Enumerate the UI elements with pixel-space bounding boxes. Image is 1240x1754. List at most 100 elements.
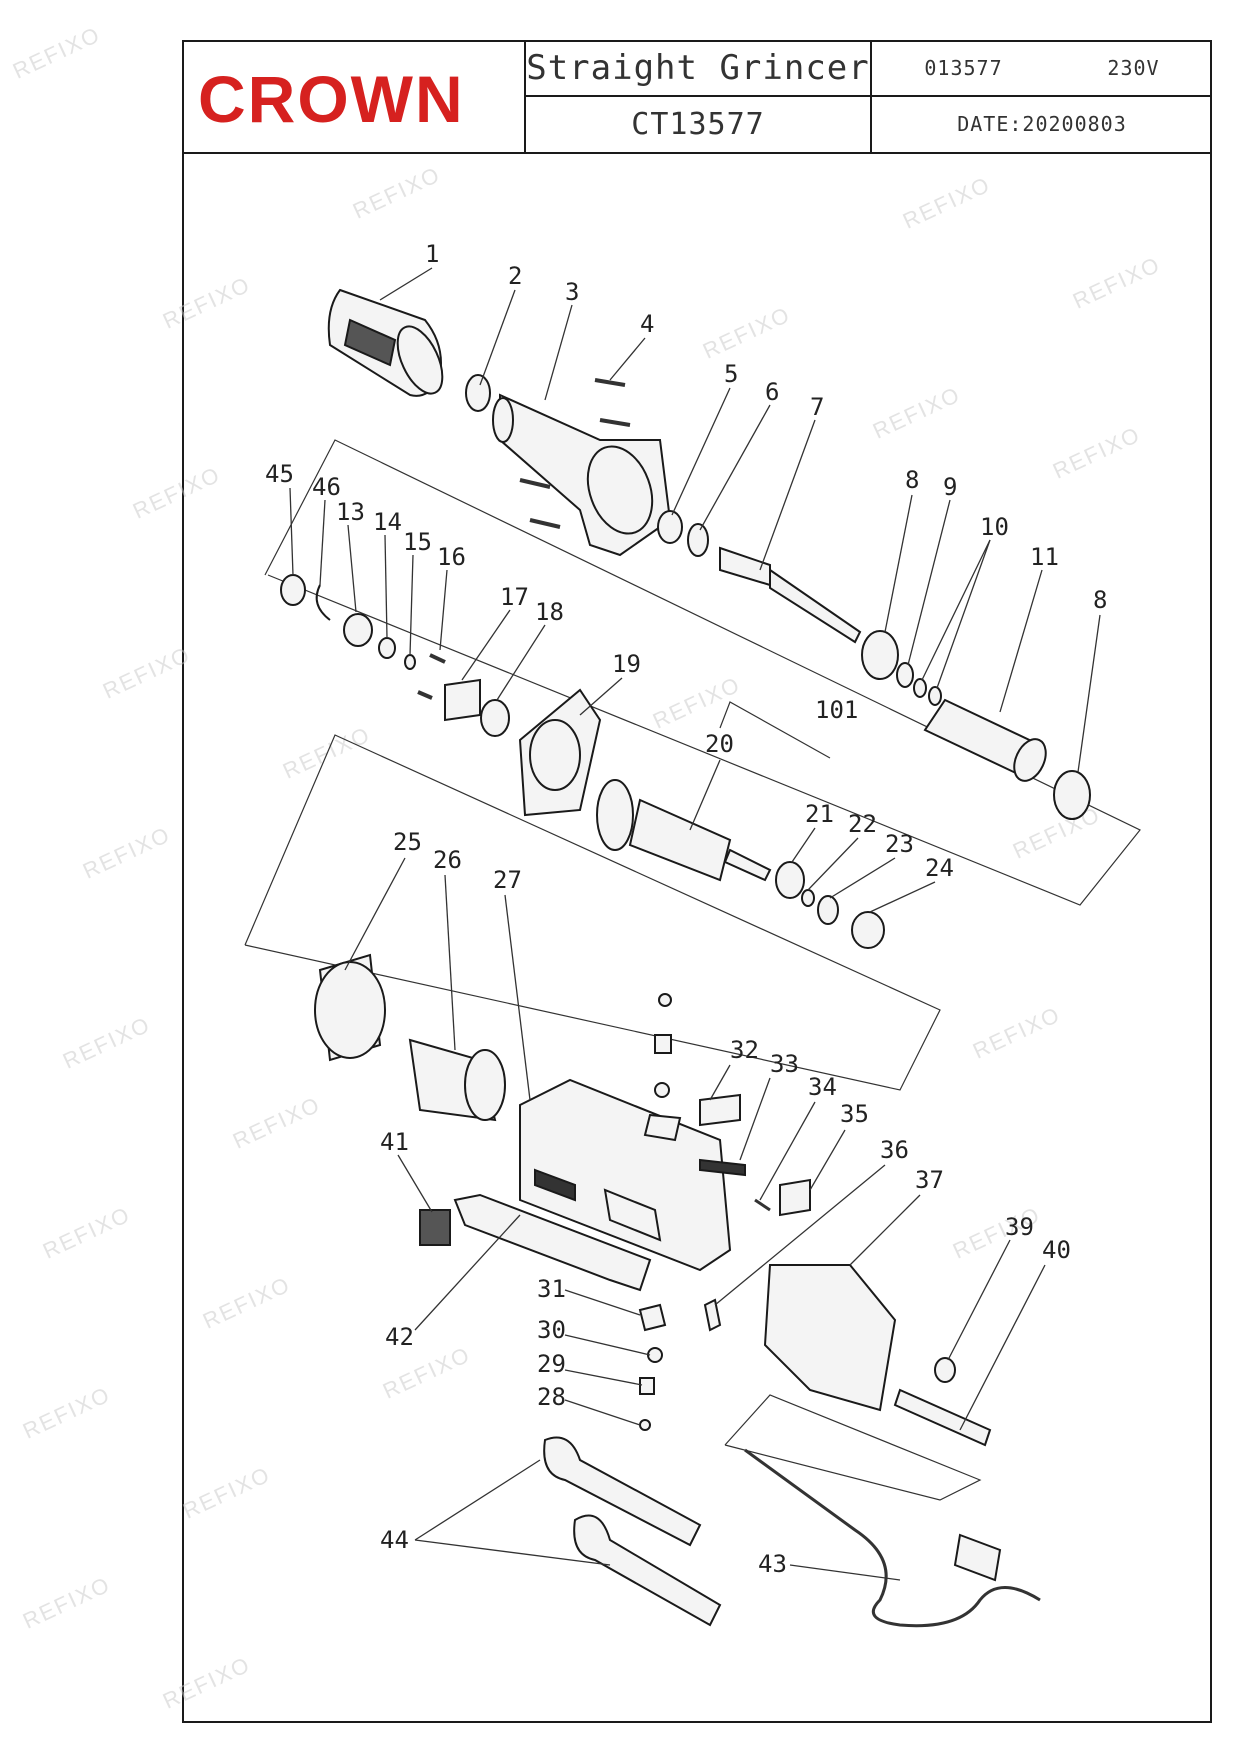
part-33-carbon-brushes bbox=[699, 1158, 746, 1177]
label-part-31: 31 bbox=[537, 1275, 566, 1303]
label-part-32: 32 bbox=[730, 1036, 759, 1064]
part-21-bearing bbox=[775, 861, 805, 899]
group-brackets bbox=[244, 439, 1141, 1501]
label-part-8: 8 bbox=[905, 466, 919, 494]
part-43-power-cord bbox=[744, 1448, 1041, 1628]
part-15-ring bbox=[404, 654, 416, 670]
part-2-nut bbox=[465, 374, 491, 412]
label-part-26: 26 bbox=[433, 846, 462, 874]
label-part-41: 41 bbox=[380, 1128, 409, 1156]
product-cell: Straight Grincer CT13577 bbox=[526, 40, 872, 152]
part-29-brush bbox=[639, 1377, 655, 1395]
label-part-46: 46 bbox=[312, 473, 341, 501]
part-44-wrenches bbox=[543, 1436, 722, 1627]
part-17-plate bbox=[444, 678, 481, 722]
label-part-6: 6 bbox=[765, 378, 779, 406]
part-28-screw bbox=[639, 1419, 651, 1431]
label-part-45: 45 bbox=[265, 460, 294, 488]
part-10-ring bbox=[928, 686, 942, 706]
part-brush bbox=[654, 1034, 672, 1054]
label-part-5: 5 bbox=[724, 360, 738, 388]
divider bbox=[872, 95, 1212, 97]
part-3-gear-housing bbox=[492, 393, 672, 557]
model-number: CT13577 bbox=[631, 106, 765, 142]
label-part-33: 33 bbox=[770, 1050, 799, 1078]
part-42-switch-lever bbox=[453, 1193, 652, 1292]
part-41-lock-plate bbox=[419, 1209, 451, 1246]
label-part-24: 24 bbox=[925, 854, 954, 882]
drawing-date: DATE:20200803 bbox=[957, 112, 1127, 136]
part-35-capacitor bbox=[779, 1178, 811, 1217]
label-part-8b: 8 bbox=[1093, 586, 1107, 614]
part-spring bbox=[654, 1082, 670, 1098]
label-part-28: 28 bbox=[537, 1383, 566, 1411]
voltage: 230V bbox=[1107, 56, 1160, 80]
label-part-35: 35 bbox=[840, 1100, 869, 1128]
logo-cell: CROWN bbox=[182, 40, 526, 152]
part-36-clamp bbox=[703, 1298, 722, 1332]
drawing-frame bbox=[182, 40, 1212, 1723]
part-6-o-ring bbox=[687, 523, 709, 557]
part-14-ring bbox=[378, 637, 396, 659]
label-part-27: 27 bbox=[493, 866, 522, 894]
crown-logo: CROWN bbox=[198, 62, 465, 134]
label-part-40: 40 bbox=[1042, 1236, 1071, 1264]
label-part-16: 16 bbox=[437, 543, 466, 571]
label-part-44: 44 bbox=[380, 1526, 409, 1554]
label-part-1: 1 bbox=[425, 240, 439, 268]
label-part-29: 29 bbox=[537, 1350, 566, 1378]
label-part-20: 20 bbox=[705, 730, 734, 758]
label-part-13: 13 bbox=[336, 498, 365, 526]
label-part-18: 18 bbox=[535, 598, 564, 626]
part-39-cord-guard-cap bbox=[934, 1357, 956, 1383]
bracket-cord-group bbox=[724, 1394, 982, 1501]
part-screw bbox=[658, 993, 672, 1007]
label-part-42: 42 bbox=[385, 1323, 414, 1351]
label-part-2: 2 bbox=[508, 262, 522, 290]
part-4-screws bbox=[519, 378, 631, 529]
part-26-stator bbox=[408, 1038, 506, 1122]
part-23-sleeve bbox=[817, 895, 839, 925]
part-20-armature bbox=[596, 779, 772, 882]
part-37-rear-cover bbox=[763, 1264, 897, 1412]
label-part-9: 9 bbox=[943, 473, 957, 501]
title-block: CROWN Straight Grincer CT13577 013577 23… bbox=[182, 40, 1212, 154]
part-13-nut bbox=[343, 613, 373, 647]
label-part-23: 23 bbox=[885, 830, 914, 858]
label-part-22: 22 bbox=[848, 810, 877, 838]
divider bbox=[526, 95, 870, 97]
bracket-armature-group bbox=[719, 701, 831, 759]
part-19-flange bbox=[518, 688, 602, 817]
label-part-11: 11 bbox=[1030, 543, 1059, 571]
product-name: Straight Grincer bbox=[526, 48, 870, 88]
leader-lines bbox=[289, 267, 1101, 1581]
part-8-bearing bbox=[1053, 770, 1091, 820]
label-part-39: 39 bbox=[1005, 1213, 1034, 1241]
part-31-brush-holder bbox=[638, 1303, 667, 1332]
label-part-101: 101 bbox=[815, 696, 858, 724]
label-part-14: 14 bbox=[373, 508, 402, 536]
label-part-3: 3 bbox=[565, 278, 579, 306]
meta-cell: 013577 230V DATE:20200803 bbox=[872, 40, 1212, 152]
part-8-bearing bbox=[861, 630, 899, 680]
part-7-spindle bbox=[719, 546, 862, 644]
label-part-25: 25 bbox=[393, 828, 422, 856]
part-1-front-sleeve bbox=[327, 288, 444, 397]
part-16-screw bbox=[417, 690, 433, 700]
part-40-cord-guard bbox=[893, 1388, 992, 1447]
part-10-ring bbox=[913, 678, 927, 698]
part-34-pin bbox=[754, 1198, 771, 1212]
label-part-7: 7 bbox=[810, 393, 824, 421]
part-46-circlip bbox=[315, 584, 331, 621]
part-number-labels: 1 2 3 4 5 6 7 8 9 10 11 8 45 46 13 14 15… bbox=[265, 240, 1107, 1578]
label-part-17: 17 bbox=[500, 583, 529, 611]
part-brush-holder bbox=[643, 1113, 682, 1142]
label-part-15: 15 bbox=[403, 528, 432, 556]
bracket-motor-group bbox=[244, 734, 941, 1091]
label-part-21: 21 bbox=[805, 800, 834, 828]
label-part-30: 30 bbox=[537, 1316, 566, 1344]
label-part-36: 36 bbox=[880, 1136, 909, 1164]
part-45-washer bbox=[280, 574, 306, 606]
brand-logo-text: CROWN bbox=[198, 62, 465, 134]
